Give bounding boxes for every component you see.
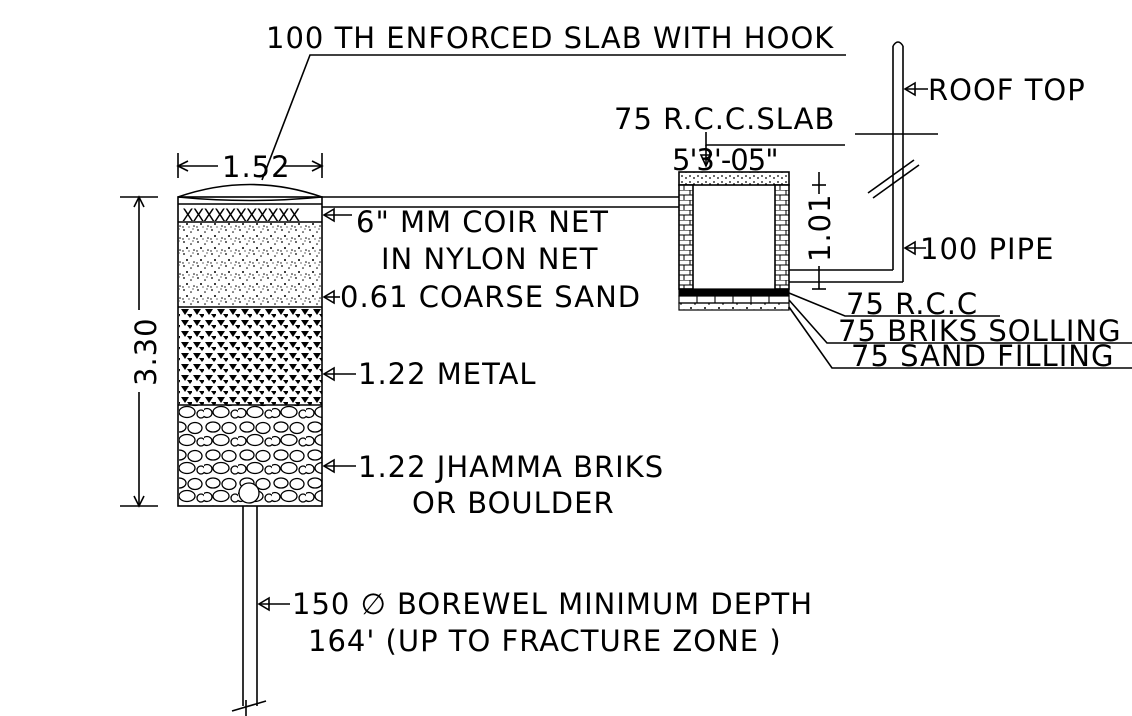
borewell-label-1: 150 ∅ BOREWEL MINIMUM DEPTH (292, 587, 813, 621)
borewell-opening (238, 482, 260, 504)
pit-cover-slab (177, 183, 323, 202)
collection-chamber (678, 171, 790, 311)
chamber-width-dimension: 5'3'-05" (672, 132, 845, 177)
roof-top-callout: ROOF TOP (903, 73, 1086, 107)
borewell-pipe (231, 506, 267, 716)
chamber-rcc-slab (678, 171, 790, 186)
coir-net-layer (179, 204, 322, 222)
coir-net-label-2: IN NYLON NET (381, 242, 598, 276)
coarse-sand-layer (179, 222, 322, 307)
floor-layer-callouts: 75 R.C.C 75 BRIKS SOLLING 75 SAND FILLIN… (788, 287, 1132, 373)
chamber-brick-solling (678, 295, 790, 304)
jhamma-label-2: OR BOULDER (412, 486, 615, 520)
coarse-sand-label: 0.61 COARSE SAND (340, 280, 641, 314)
roof-down-pipe (789, 41, 920, 283)
chamber-width-label: 5'3'-05" (672, 143, 778, 177)
sand-filling-label: 75 SAND FILLING (851, 339, 1114, 373)
pit-depth-label: 3.30 (129, 317, 163, 386)
coir-net-cross-marks: XXXXXXXXXXX (182, 206, 300, 226)
recharge-pit: XXXXXXXXXXX (177, 183, 323, 507)
pit-outline (177, 196, 323, 507)
pit-width-dimension: 1.52 (176, 150, 324, 184)
briks-solling-label: 75 BRIKS SOLLING (838, 314, 1122, 348)
metal-layer (179, 307, 322, 405)
roof-top-label: ROOF TOP (928, 73, 1086, 107)
metal-label: 1.22 METAL (358, 357, 537, 391)
enforced-slab-label: 100 TH ENFORCED SLAB WITH HOOK (266, 21, 834, 55)
coir-net-label-1: 6" MM COIR NET (356, 205, 609, 239)
pit-width-label: 1.52 (222, 150, 291, 184)
chamber-depth-dimension: 1.01 (803, 172, 837, 290)
chamber-left-wall (678, 184, 694, 290)
connecting-pipe (322, 196, 680, 208)
pipe-callout: 100 PIPE (903, 232, 1054, 266)
jhamma-label-1: 1.22 JHAMMA BRIKS (358, 450, 664, 484)
rcc-label: 75 R.C.C (846, 287, 978, 321)
enforced-slab-callout: 100 TH ENFORCED SLAB WITH HOOK (261, 21, 846, 181)
layer-callouts: 6" MM COIR NET IN NYLON NET 0.61 COARSE … (257, 205, 813, 658)
chamber-sand-filling (678, 302, 790, 311)
chamber-depth-label: 1.01 (803, 193, 837, 262)
pipe-label: 100 PIPE (920, 232, 1054, 266)
chamber-rcc-floor (678, 288, 790, 297)
pit-depth-dimension: 3.30 (120, 195, 163, 508)
borewell-label-2: 164' (UP TO FRACTURE ZONE ) (308, 624, 782, 658)
chamber-right-wall (774, 184, 790, 290)
rcc-slab-callout: 75 R.C.C.SLAB (614, 102, 938, 136)
rcc-slab-label: 75 R.C.C.SLAB (614, 102, 835, 136)
